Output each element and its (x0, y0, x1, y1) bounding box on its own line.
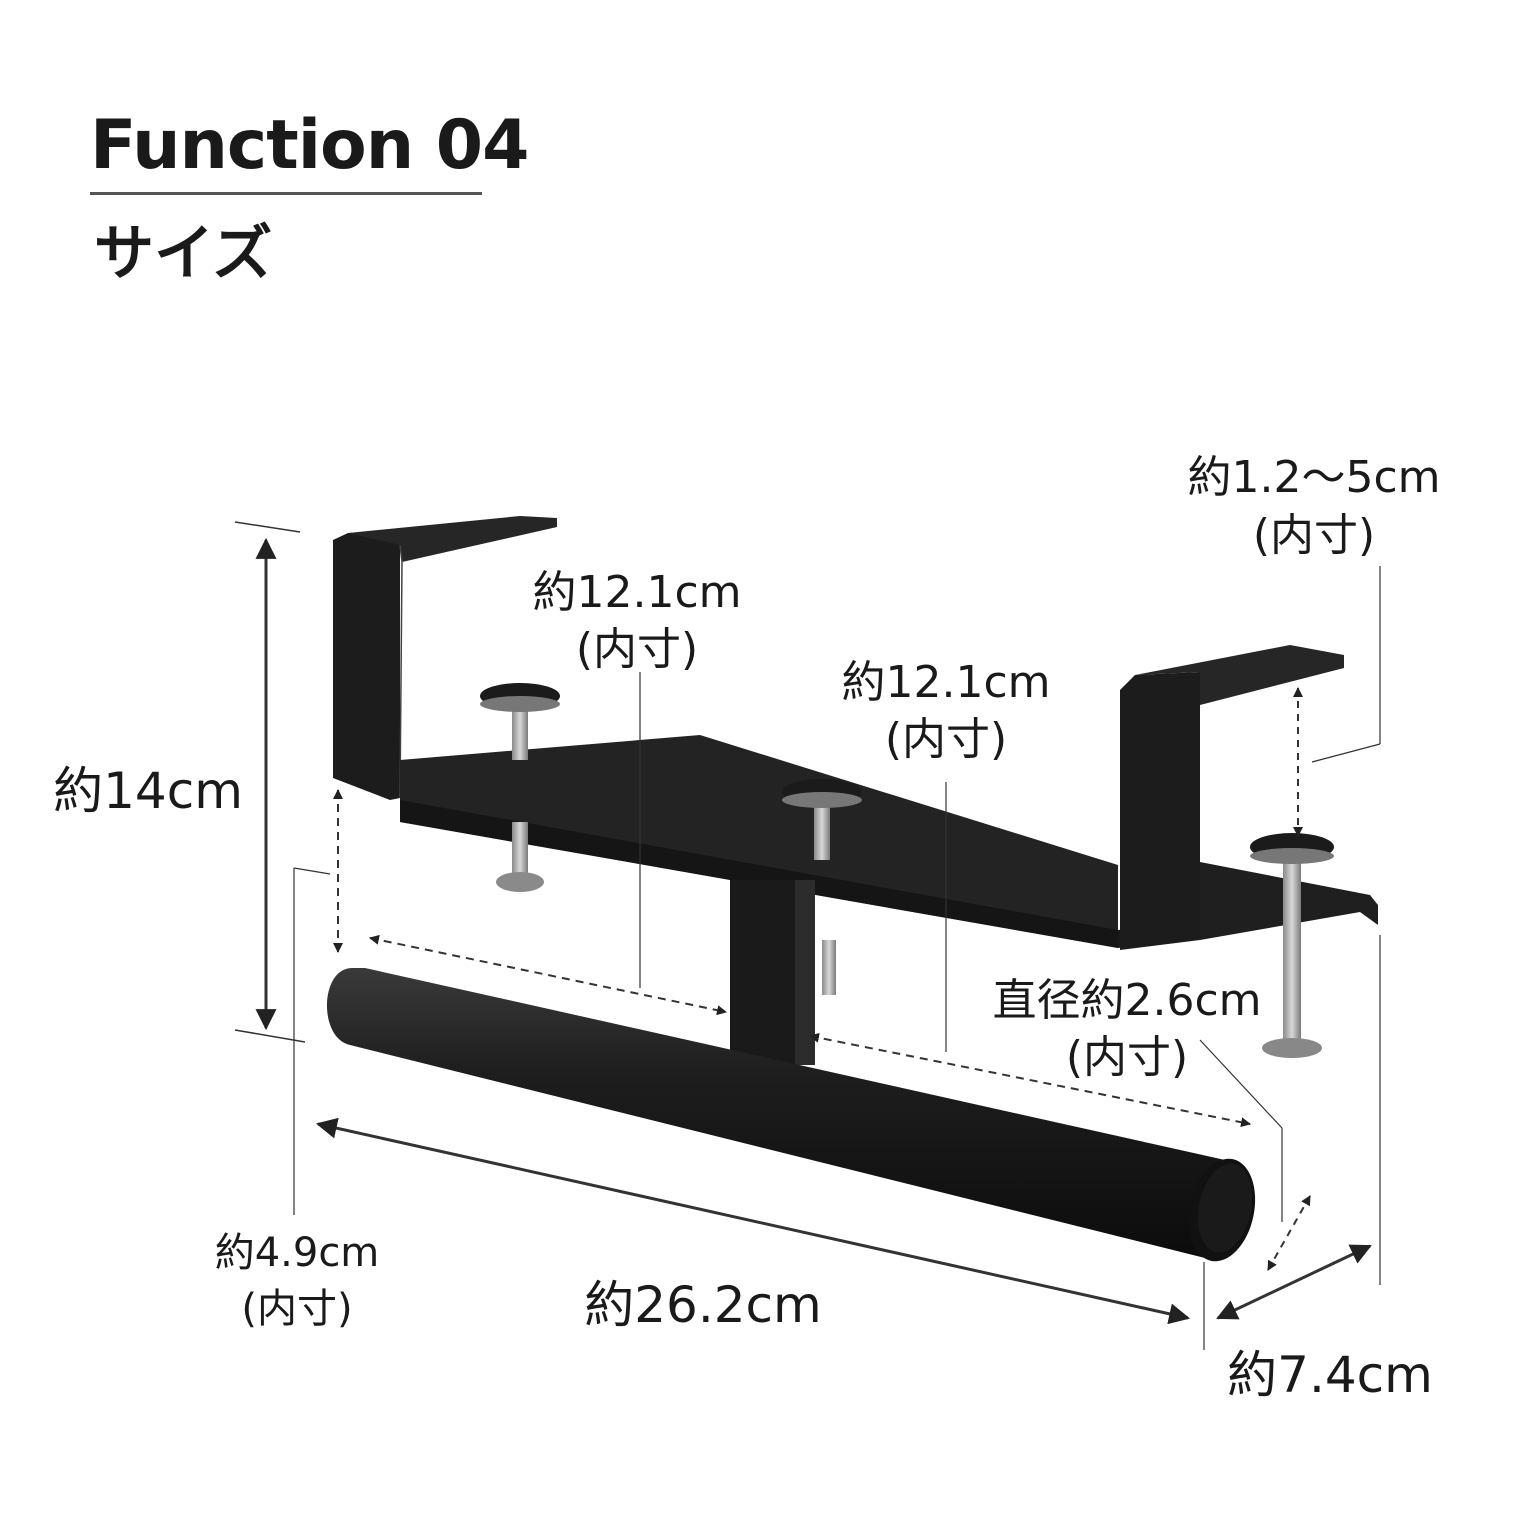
label-inner-width-left-note: (内寸) (576, 624, 698, 675)
screw-center (782, 779, 862, 995)
screw-right (1250, 833, 1334, 1058)
label-clamp-range-note: (内寸) (1253, 510, 1375, 561)
label-inner-height-note: (内寸) (241, 1286, 352, 1332)
right-hook (1120, 672, 1200, 950)
under-desk-bar-illustration (326, 516, 1378, 1262)
label-bar-diameter: 直径約2.6cm (992, 975, 1261, 1026)
top-plate (400, 735, 1118, 948)
title-underline (90, 192, 482, 195)
label-clamp-range: 約1.2〜5cm (1187, 452, 1440, 503)
label-inner-width-right-note: (内寸) (885, 714, 1007, 765)
label-height-total: 約14cm (53, 762, 243, 820)
label-inner-width-left: 約12.1cm (532, 567, 741, 618)
dimension-labels: 約14cm 約12.1cm (内寸) 約12.1cm (内寸) 約1.2〜5cm… (53, 452, 1440, 1404)
page-subtitle: サイズ (94, 219, 273, 289)
left-hook (333, 533, 400, 800)
dimension-lines (234, 521, 1381, 1350)
label-bar-length: 約26.2cm (584, 1276, 822, 1334)
screw-left (480, 683, 560, 892)
label-depth: 約7.4cm (1227, 1346, 1433, 1404)
label-inner-height: 約4.9cm (215, 1230, 380, 1276)
label-inner-width-right: 約12.1cm (841, 657, 1050, 708)
label-bar-diameter-note: (内寸) (1066, 1032, 1188, 1083)
page-title: Function 04 (90, 106, 529, 185)
